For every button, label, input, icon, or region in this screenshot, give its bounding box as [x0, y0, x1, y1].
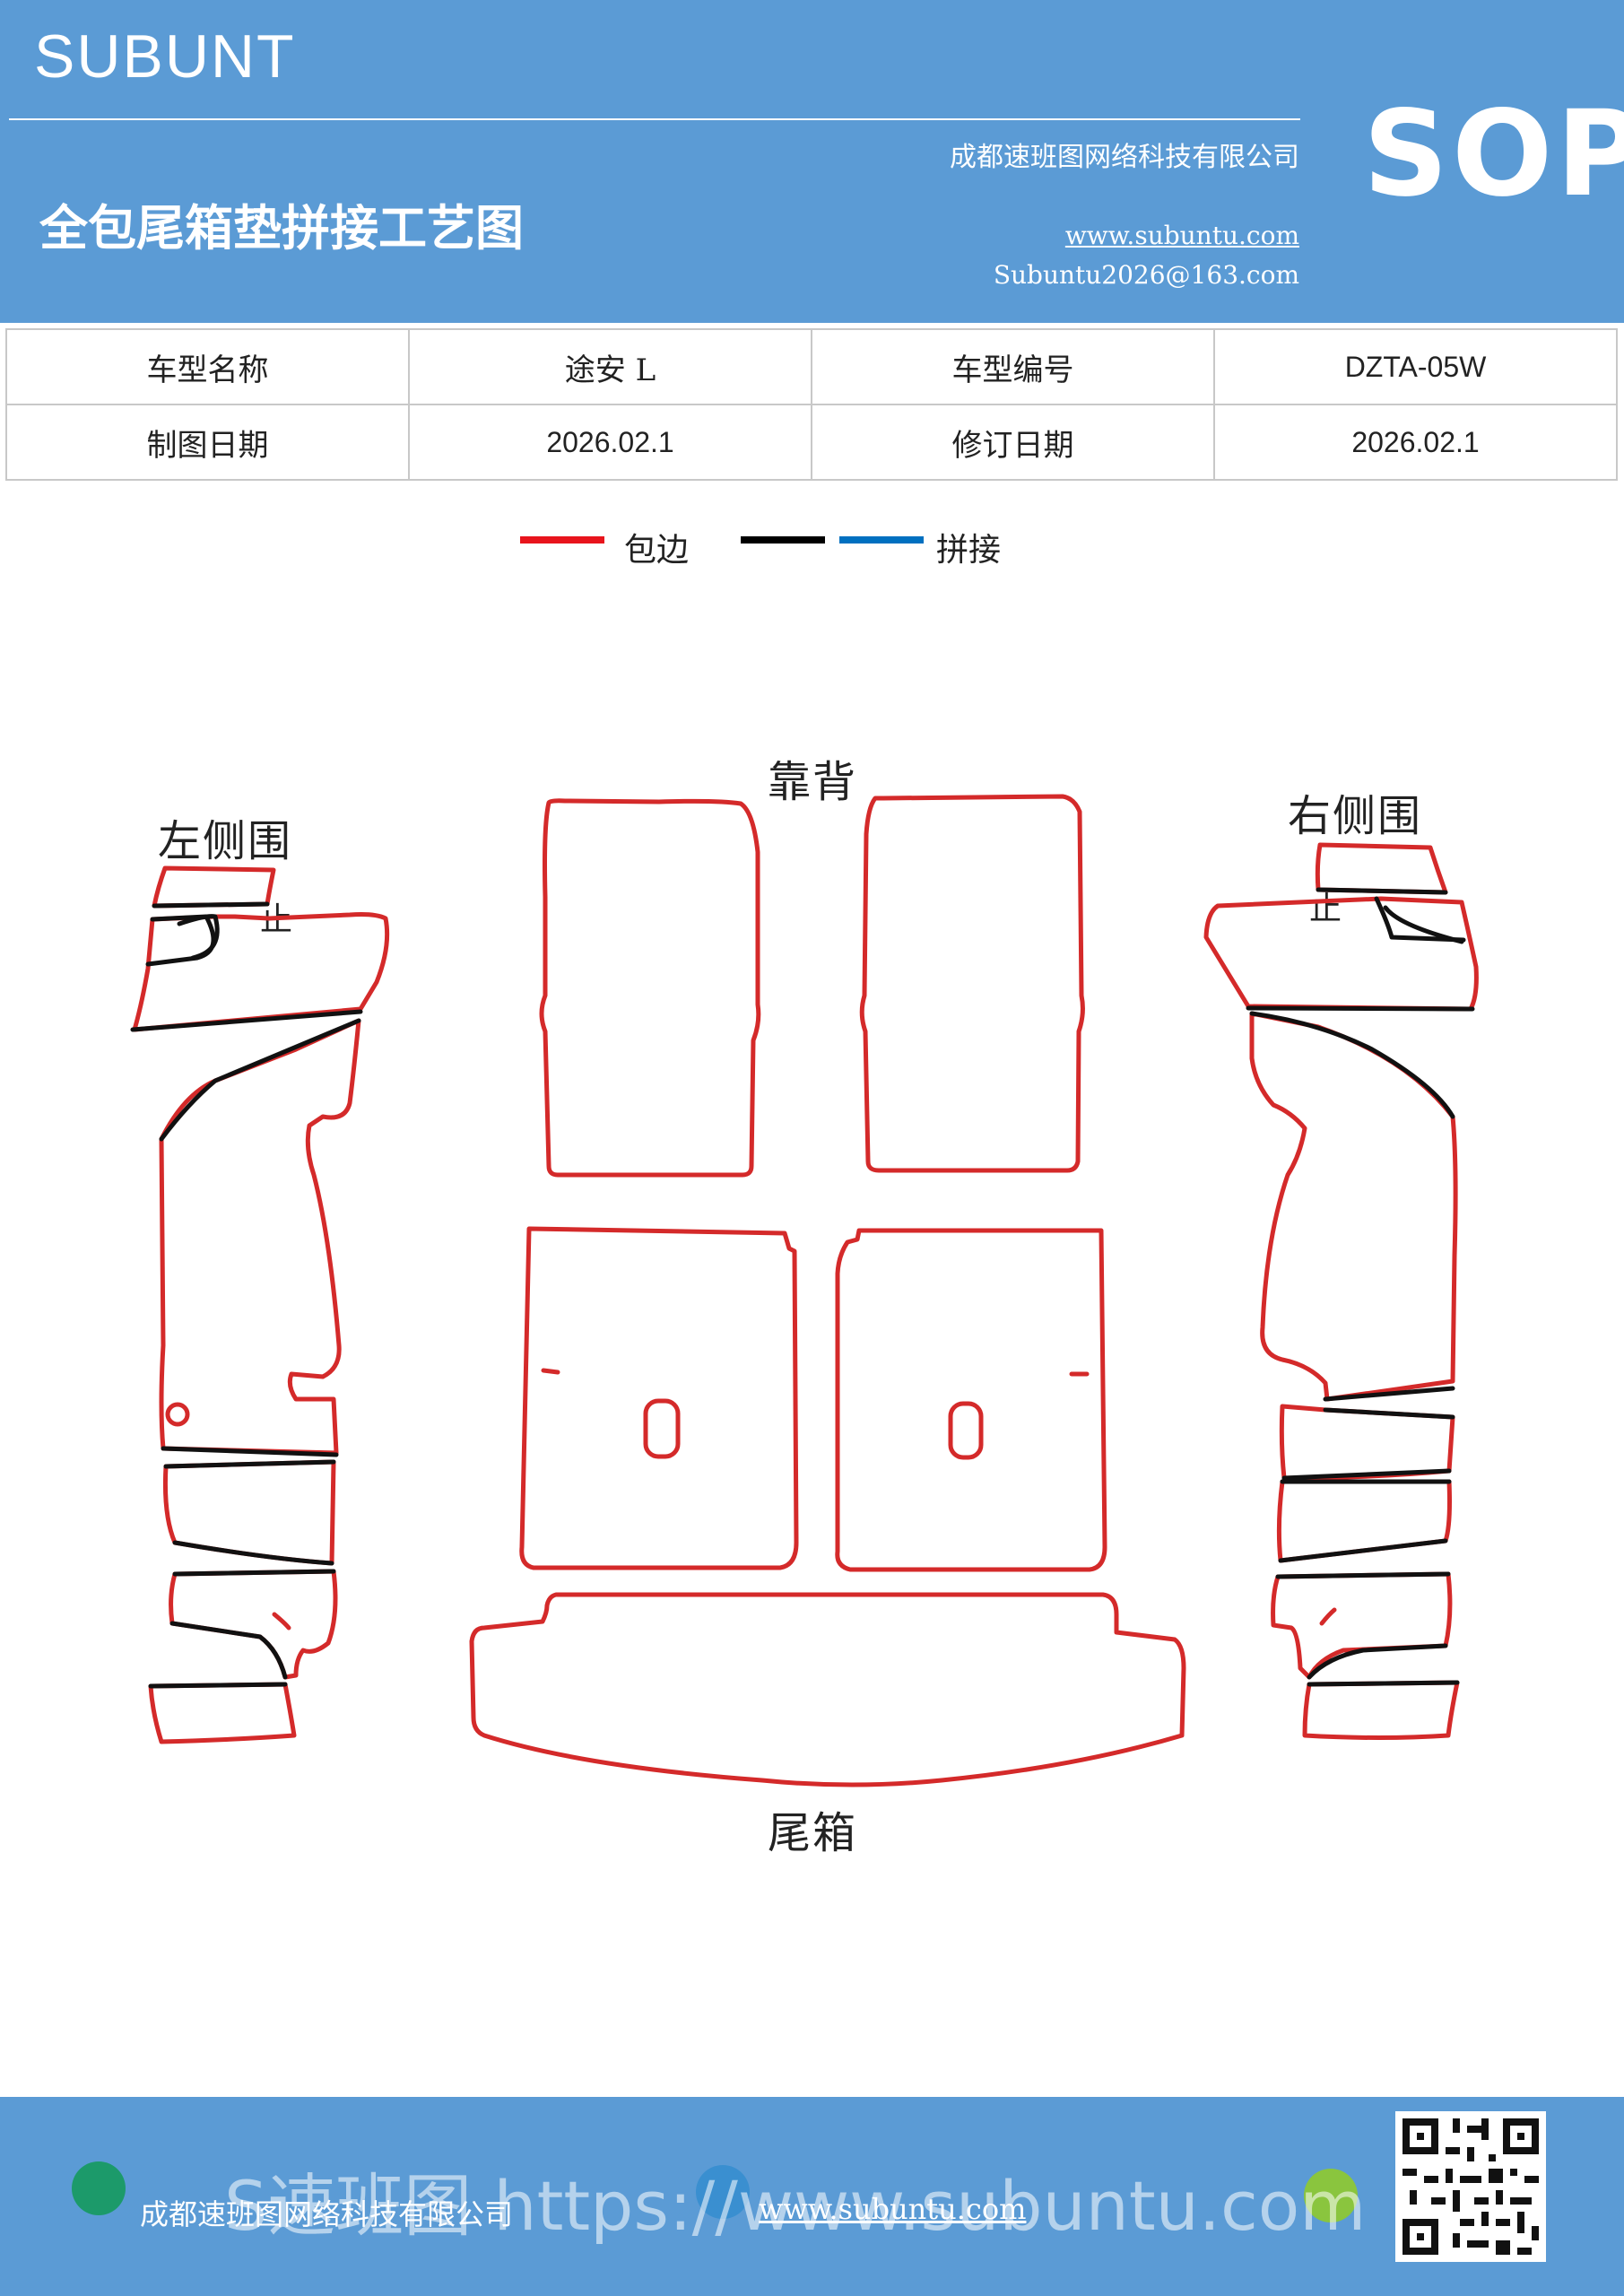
- website-link[interactable]: www.subuntu.com: [1064, 221, 1299, 250]
- right-side-label: 右侧围: [1288, 791, 1423, 841]
- email-address[interactable]: Subuntu2026@163.com: [993, 260, 1299, 290]
- building-icon: [72, 2161, 126, 2215]
- seat-right-slot: [948, 1401, 984, 1460]
- left-seam-4: [161, 1446, 339, 1457]
- trunk-label: 尾箱: [768, 1808, 858, 1858]
- left-seam-2: [130, 1009, 363, 1032]
- right-seam-10: [1307, 1643, 1448, 1680]
- table-row: 制图日期 2026.02.1 修订日期 2026.02.1: [5, 404, 1618, 481]
- backrest-label: 靠背: [768, 757, 858, 807]
- right-side-top-strip: [1315, 842, 1448, 895]
- legend-swatch-black: [741, 536, 825, 544]
- left-seam-1: [152, 901, 270, 909]
- wechat-icon: [1304, 2169, 1358, 2222]
- legend-swatch-seam: [839, 536, 924, 544]
- left-seam-7: [172, 1569, 336, 1577]
- seat-left-slot: [643, 1398, 681, 1459]
- right-curl-seam: [1374, 896, 1466, 943]
- left-side-label: 左侧围: [158, 816, 293, 866]
- right-side-lower-block-3: [1271, 1571, 1453, 1680]
- left-seam-9: [148, 1682, 288, 1689]
- right-seam-1: [1316, 887, 1448, 895]
- globe-icon: [696, 2165, 750, 2219]
- left-seam-5: [163, 1459, 336, 1469]
- model-name-value: 途安 L: [408, 328, 812, 405]
- legend-label-seam: 拼接: [936, 532, 1002, 569]
- revision-date-value: 2026.02.1: [1213, 404, 1618, 481]
- footer-watermark-overlay: S速班图 https://www.subuntu.com: [224, 2166, 1367, 2246]
- trunk-floor-panel: [469, 1592, 1186, 1787]
- footer-website[interactable]: www.subuntu.com: [759, 2192, 1027, 2226]
- right-side-bottom-strip: [1302, 1680, 1460, 1740]
- right-curl-seam-2: [1383, 905, 1464, 944]
- legend-swatch-edge: [520, 536, 604, 544]
- right-side-upper-block: [1203, 896, 1479, 1012]
- right-seam-11: [1307, 1680, 1460, 1687]
- footer-banner: 成都速班图网络科技有限公司 www.subuntu.com S速班图 https…: [0, 2097, 1624, 2296]
- left-seam-6: [172, 1540, 334, 1566]
- right-seam-4: [1323, 1386, 1455, 1402]
- brand-logo-text: SUBUNT: [34, 22, 296, 91]
- legend: 包边 拼接: [520, 524, 1148, 569]
- vehicle-info-table: 车型名称 途安 L 车型编号 DZTA-05W 制图日期 2026.02.1 修…: [5, 328, 1618, 481]
- header-divider: [9, 118, 1300, 120]
- company-name: 成都速班图网络科技有限公司: [950, 142, 1299, 173]
- document-title: 全包尾箱垫拼接工艺图: [39, 199, 524, 257]
- right-stop-mark: 止: [1309, 891, 1344, 927]
- right-side-main-panel: [1249, 1011, 1458, 1402]
- right-seam-9: [1275, 1571, 1451, 1579]
- left-round-hole: [165, 1402, 190, 1427]
- right-seam-3: [1249, 1011, 1455, 1119]
- mat-pattern-diagram: [130, 794, 1479, 1787]
- right-small-slot: [1319, 1607, 1337, 1626]
- left-seam-8: [169, 1621, 288, 1680]
- right-seam-8: [1278, 1538, 1448, 1563]
- backrest-left-panel: [539, 798, 761, 1178]
- model-code-label: 车型编号: [811, 328, 1215, 405]
- left-curl-seam-2: [177, 914, 220, 961]
- seat-left-notch: [541, 1368, 560, 1375]
- table-row: 车型名称 途安 L 车型编号 DZTA-05W: [5, 328, 1618, 405]
- left-seam-3: [159, 1018, 361, 1142]
- model-name-label: 车型名称: [5, 328, 410, 405]
- left-side-bottom-strip: [148, 1682, 297, 1744]
- right-seam-5: [1323, 1407, 1455, 1420]
- footer-company: 成都速班图网络科技有限公司: [140, 2197, 514, 2231]
- legend-label-edge: 包边: [624, 532, 690, 569]
- left-side-top-strip: [152, 865, 276, 909]
- revision-date-label: 修订日期: [811, 404, 1215, 481]
- header-banner: SUBUNT 全包尾箱垫拼接工艺图 成都速班图网络科技有限公司 www.subu…: [0, 0, 1624, 323]
- left-side-main-panel: [159, 1018, 361, 1456]
- seat-left-panel: [519, 1226, 799, 1570]
- left-side-upper-block: [132, 912, 390, 1032]
- model-code-value: DZTA-05W: [1213, 328, 1618, 405]
- left-side-lower-block-2: [169, 1569, 338, 1680]
- backrest-right-panel: [859, 794, 1085, 1173]
- seat-right-panel: [835, 1228, 1107, 1572]
- draw-date-label: 制图日期: [5, 404, 410, 481]
- draw-date-value: 2026.02.1: [408, 404, 812, 481]
- left-small-slot: [272, 1612, 291, 1631]
- sop-badge: SOP: [1363, 85, 1624, 223]
- left-side-lower-block-1: [162, 1459, 336, 1566]
- qr-code-image[interactable]: [1395, 2111, 1546, 2262]
- right-seam-2: [1246, 1005, 1475, 1012]
- right-seam-6: [1281, 1468, 1452, 1481]
